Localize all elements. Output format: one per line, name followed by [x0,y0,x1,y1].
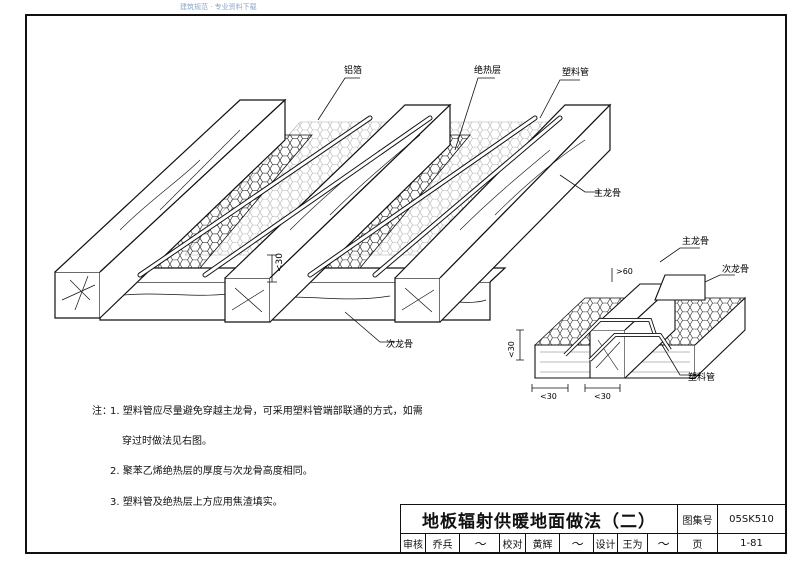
reviewer-signature: 〜 [473,537,486,551]
main-joist-right [394,103,612,323]
atlas-number: 05SK510 [729,513,774,525]
main-joist-middle [224,103,452,323]
designer-name: 王为 [622,540,643,551]
checker-signature: 〜 [570,537,583,551]
design-label: 设计 [595,540,616,551]
label-foil: 铝箔 [344,64,362,76]
label-detail-dim-30-b: <30 [594,392,611,401]
note-1-line-1: 1. 塑料管应尽量避免穿越主龙骨，可采用塑料管端部联通的方式，如需 [110,406,423,417]
label-main-joist: 主龙骨 [594,187,621,199]
notes-prefix: 注： [92,406,112,417]
leader-lines [317,77,600,343]
label-dim-30-main: <30 [275,253,285,272]
main-floor-view [54,77,612,343]
checker-name: 黄辉 [532,540,553,551]
label-insulation: 绝热层 [474,64,501,76]
atlas-label: 图集号 [682,515,713,527]
label-detail-dim-60: >60 [616,267,633,276]
label-detail-dim-30-a: <30 [540,392,557,401]
label-detail-dim-30-v: <30 [507,341,516,358]
label-secondary-joist: 次龙骨 [386,338,413,350]
dimension-30-main [267,254,277,283]
page-number: 1-81 [740,538,763,549]
page-label: 页 [692,540,703,551]
designer-signature: 〜 [656,537,669,551]
label-detail-main-joist: 主龙骨 [682,235,709,247]
main-joist-left [54,98,287,319]
label-detail-pipe: 塑料管 [688,371,715,383]
reviewer-name: 乔兵 [432,540,453,551]
plastic-pipes [137,115,563,278]
title-block: 地板辐射供暖地面做法（二） 图集号 05SK510 审核 乔兵 〜 校对 黄辉 … [400,504,786,554]
note-3: 3. 塑料管及绝热层上方应用焦渣填实。 [110,497,283,508]
watermark-text: 建筑规范 · 专业资料下载 [180,3,257,11]
label-detail-secondary-joist: 次龙骨 [722,263,749,275]
note-1-line-2: 穿过时做法见右图。 [122,436,212,447]
drawing-title: 地板辐射供暖地面做法（二） [422,511,656,532]
note-2: 2. 聚苯乙烯绝热层的厚度与次龙骨高度相同。 [110,466,313,477]
detail-view [516,247,747,392]
review-label: 审核 [403,540,423,551]
label-pipe-top: 塑料管 [562,66,589,78]
check-label: 校对 [502,540,523,551]
